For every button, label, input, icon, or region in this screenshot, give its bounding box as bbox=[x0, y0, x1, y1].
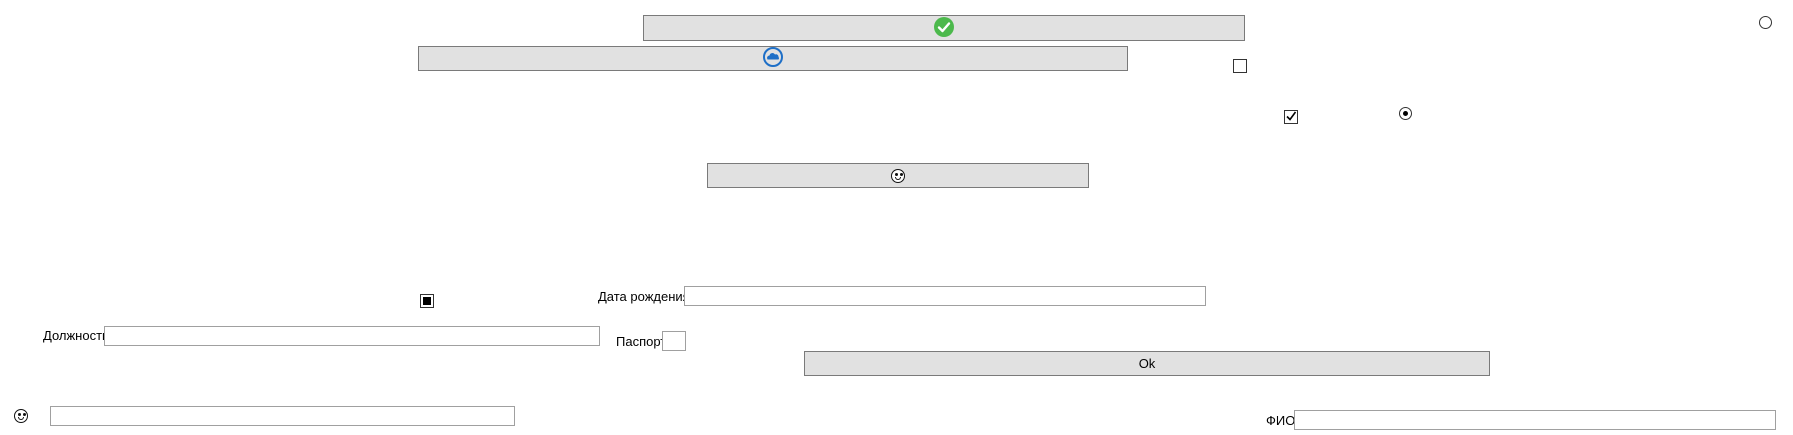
laughing-face-icon bbox=[14, 409, 28, 423]
blue-cloud-icon bbox=[763, 47, 783, 70]
radio-dot bbox=[1403, 111, 1408, 116]
laughing-face-icon bbox=[891, 168, 905, 183]
full-name-field[interactable] bbox=[1294, 410, 1776, 430]
radio-selected[interactable] bbox=[1399, 107, 1412, 120]
ok-button[interactable]: Ok bbox=[804, 351, 1490, 376]
passport-label: Паспорт bbox=[616, 334, 667, 349]
passport-field[interactable] bbox=[662, 331, 686, 351]
emoji-button[interactable] bbox=[707, 163, 1089, 188]
green-check-icon bbox=[934, 16, 954, 40]
checkbox-indeterminate[interactable] bbox=[420, 294, 434, 308]
cloud-button[interactable] bbox=[418, 46, 1128, 71]
position-field[interactable] bbox=[104, 326, 600, 346]
checkbox-unchecked[interactable] bbox=[1233, 59, 1247, 73]
birth-date-label: Дата рождения bbox=[598, 289, 690, 304]
full-name-label: ФИО bbox=[1266, 413, 1296, 428]
birth-date-field[interactable] bbox=[684, 286, 1206, 306]
position-label: Должность bbox=[43, 328, 109, 343]
indeterminate-mark bbox=[423, 297, 431, 305]
checkmark-icon bbox=[1285, 110, 1297, 125]
check-button[interactable] bbox=[643, 15, 1245, 41]
emoji-field[interactable] bbox=[50, 406, 515, 426]
radio-top-right[interactable] bbox=[1759, 16, 1772, 29]
checkbox-checked[interactable] bbox=[1284, 110, 1298, 124]
